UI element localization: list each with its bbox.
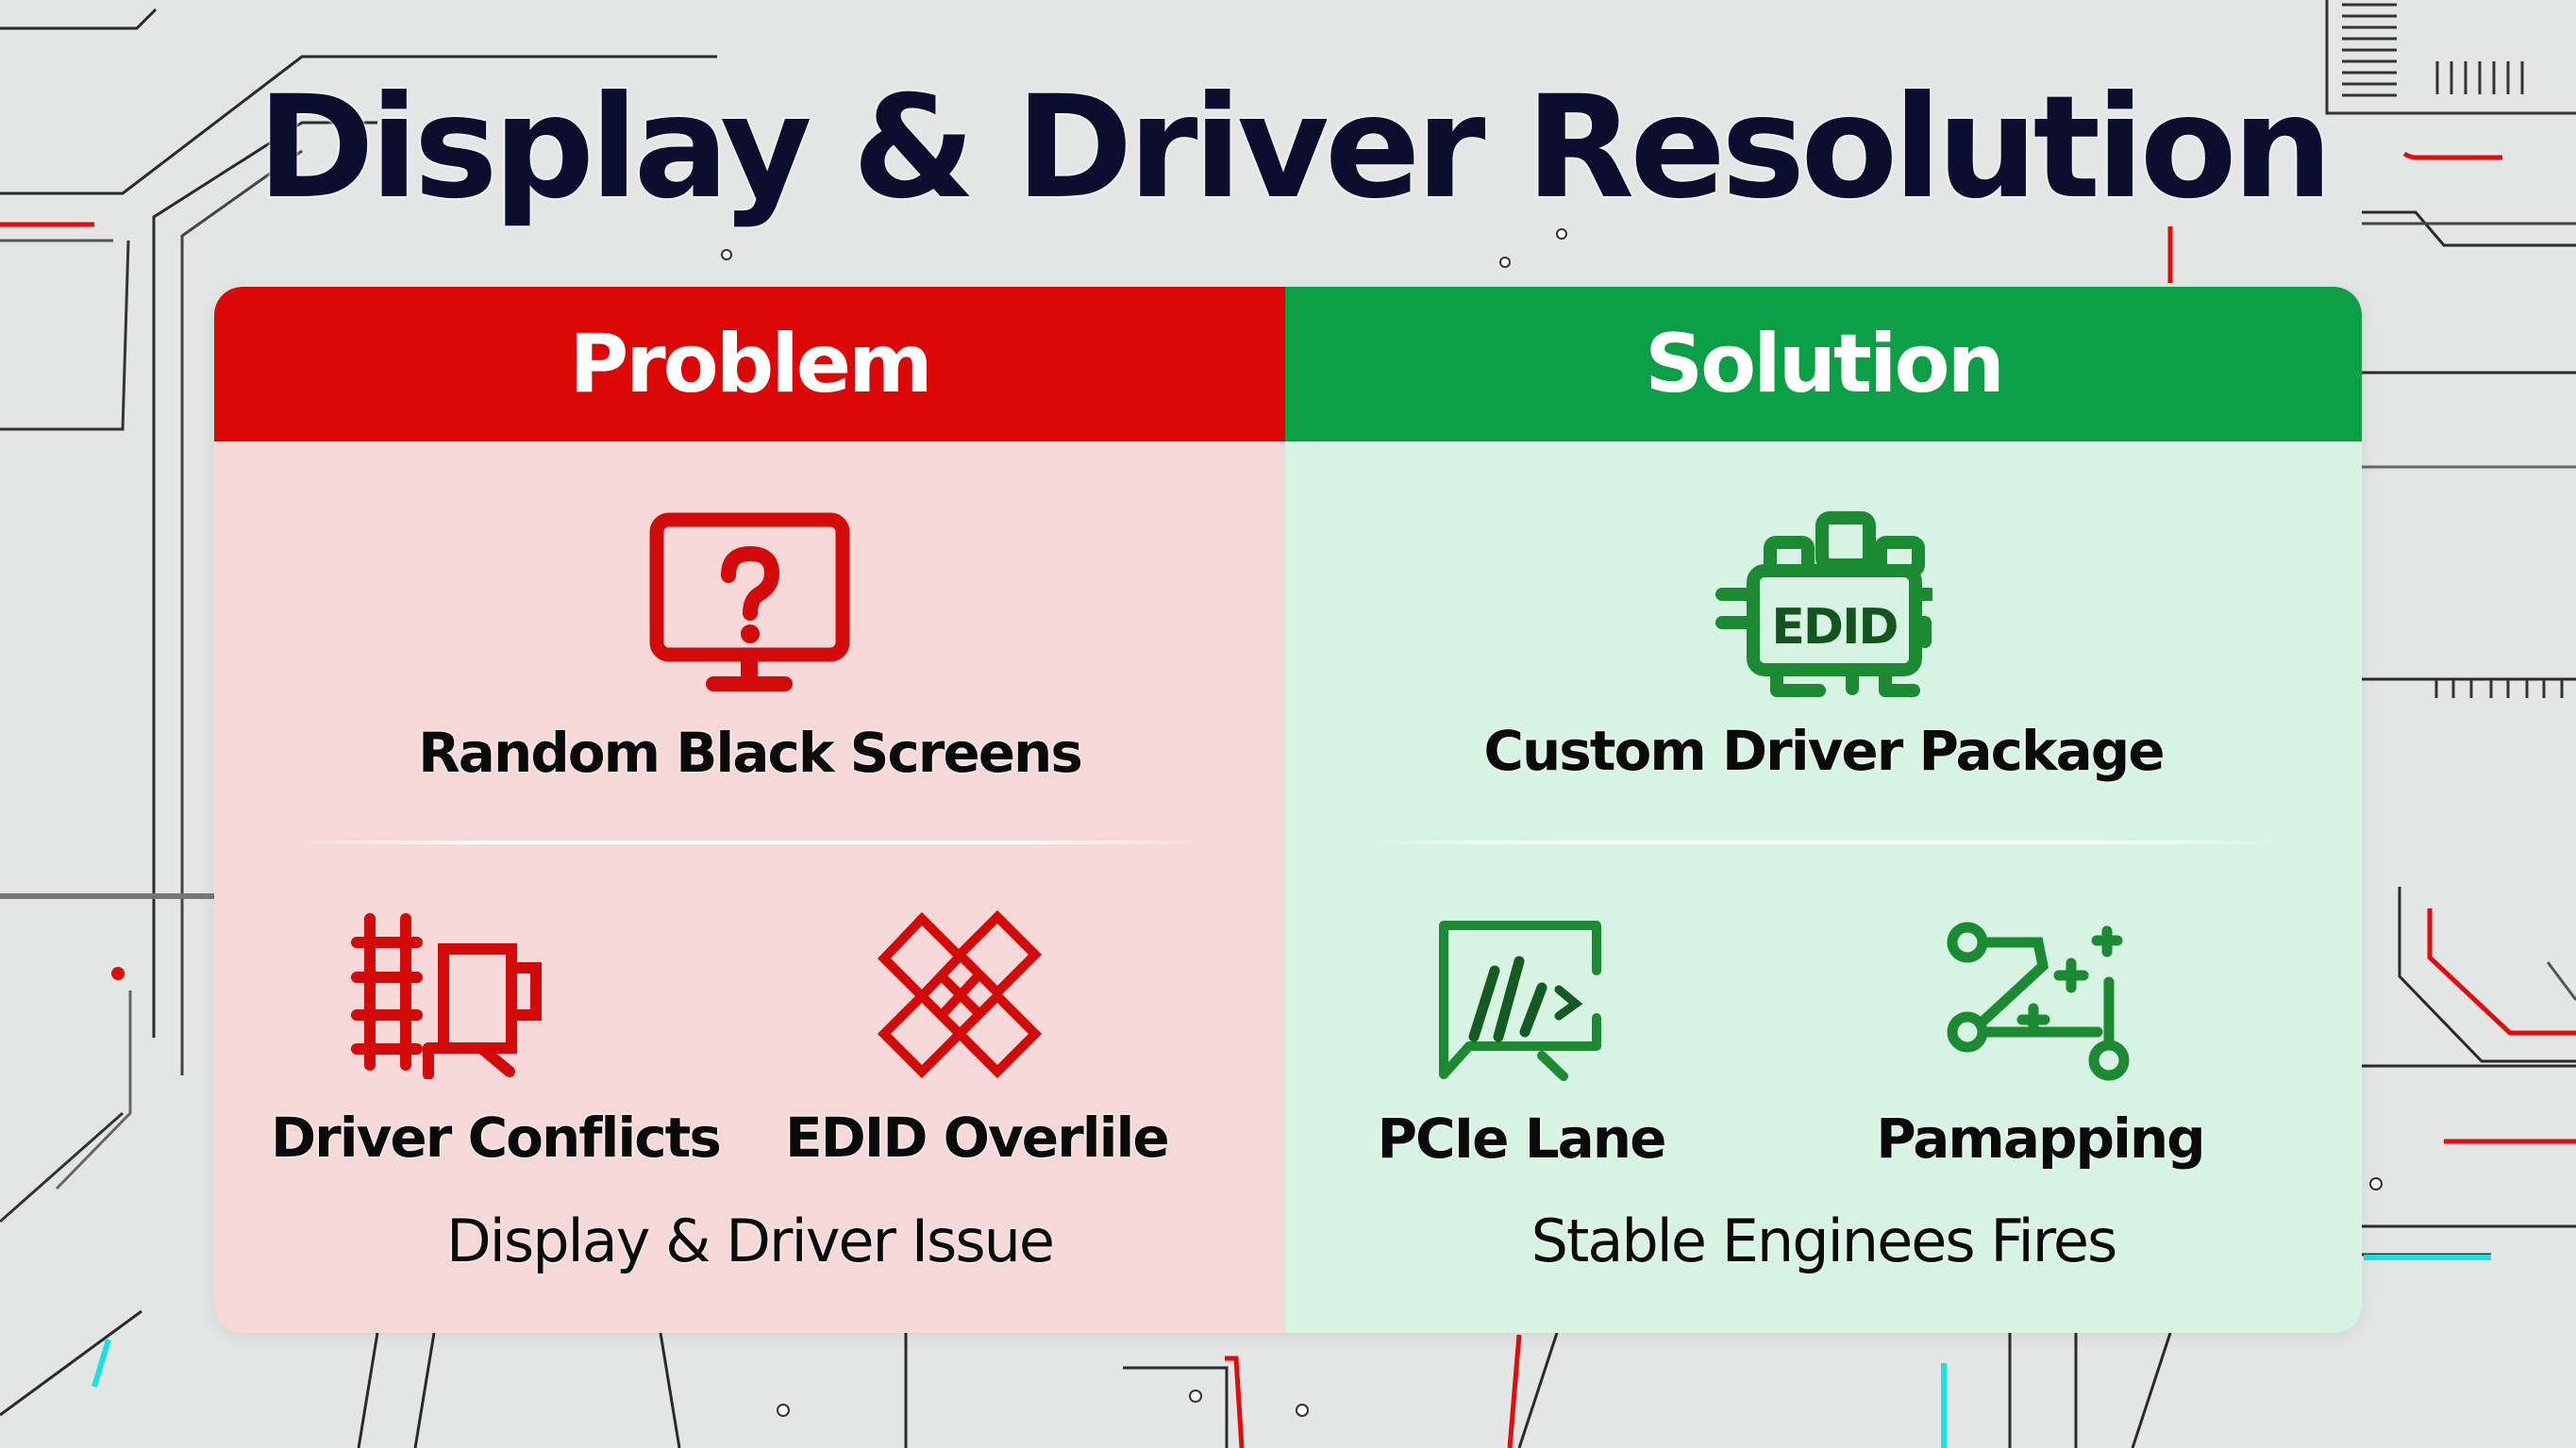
problem-panel: Problem Random Black Screens [214,287,1285,1333]
solution-sub-item: PCIe Lane [1323,914,1719,1171]
problem-sub-item: EDID Overlile [785,909,1170,1170]
code-terminal-icon [1439,921,1601,1081]
broken-link-x-icon [877,909,1043,1079]
solution-panel: Solution EDID Custom Driver Package [1285,287,2362,1333]
solution-sub-label: PCIe Lane [1377,1107,1667,1171]
problem-sub-label: EDID Overlile [785,1106,1170,1170]
problem-sub-label: Driver Conflicts [271,1106,722,1170]
problem-divider [290,841,1210,844]
comparison-card: Problem Random Black Screens [214,287,2362,1333]
solution-divider [1365,841,2285,844]
problem-sub-item: Driver Conflicts [271,909,722,1170]
problem-header: Problem [214,287,1285,441]
solution-header: Solution [1285,287,2362,441]
solution-footer: Stable Enginees Fires [1531,1207,2118,1275]
page-title: Display & Driver Resolution [257,66,2333,230]
solution-main-item: EDID Custom Driver Package [1285,509,2362,783]
edid-chip-icon: EDID [1715,511,1932,697]
problem-main-item: Random Black Screens [214,511,1285,785]
problem-footer: Display & Driver Issue [445,1207,1055,1275]
monitor-question-icon [649,512,850,691]
solution-sub-label: Pamapping [1876,1107,2205,1171]
node-remap-icon [1947,922,2129,1081]
problem-main-label: Random Black Screens [418,721,1083,785]
driver-conflict-icon [350,913,542,1079]
edid-icon-text: EDID [1771,599,1897,656]
solution-sub-item: Pamapping [1842,914,2238,1171]
solution-main-label: Custom Driver Package [1483,719,2165,783]
